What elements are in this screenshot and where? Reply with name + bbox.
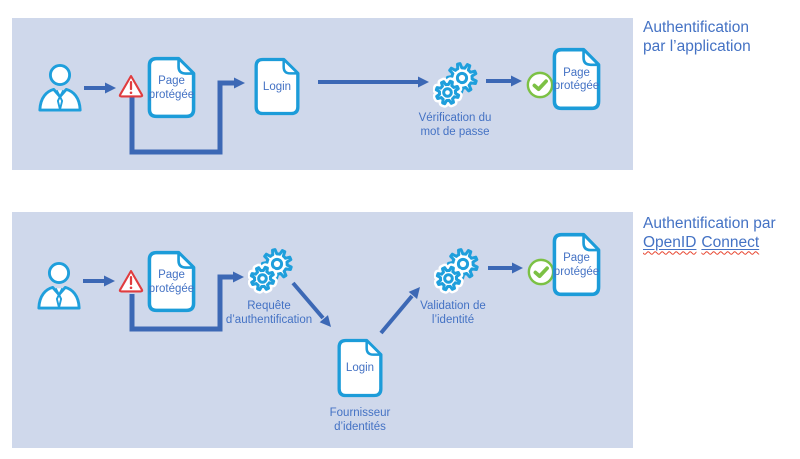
panel-auth-application: Page protégée Login Vérification du mot … (12, 18, 633, 170)
warning-icon (118, 269, 144, 293)
document-label: Login (345, 362, 375, 375)
arrow-login-to-verification (318, 76, 429, 88)
arrow-user-to-warning (83, 275, 115, 287)
arrow-validation-to-check (488, 262, 523, 274)
document-label: Login (262, 80, 292, 93)
document-label: Page protégée (553, 66, 600, 92)
document-icon (147, 56, 196, 119)
check-circle-icon (526, 71, 554, 99)
document-page-protegee: Page protégée (145, 56, 198, 119)
verification-label: Vérification du mot de passe (418, 112, 492, 138)
document-page-protegee: Page protégée (145, 250, 198, 313)
title-auth-application: Authentification par l’application (643, 19, 751, 55)
arrow-user-to-warning (84, 82, 116, 94)
document-login: Login (335, 338, 385, 398)
gears-icon (433, 62, 478, 108)
document-label: Page protégée (553, 252, 600, 278)
user-icon (38, 63, 82, 112)
document-icon (552, 232, 601, 297)
document-icon (147, 250, 196, 313)
document-icon (254, 57, 300, 116)
document-page-protegee: Page protégée (550, 232, 603, 297)
document-icon (337, 338, 383, 398)
panel-auth-openid: Page protégée Requête d’authentification… (12, 212, 633, 448)
document-page-protegee: Page protégée (550, 47, 603, 111)
document-icon (552, 47, 601, 111)
gears-icon (248, 248, 293, 294)
document-label: Page protégée (148, 75, 195, 101)
document-label: Page protégée (148, 269, 195, 295)
user-icon (37, 261, 81, 310)
warning-icon (118, 74, 144, 98)
validation-label: Validation de l’identité (420, 300, 486, 326)
arrow-verification-to-check (486, 75, 522, 87)
gears-icon (434, 248, 479, 294)
identity-provider-label: Fournisseur d’identités (329, 407, 391, 433)
request-label: Requête d’authentification (225, 300, 313, 326)
document-login: Login (252, 57, 302, 116)
